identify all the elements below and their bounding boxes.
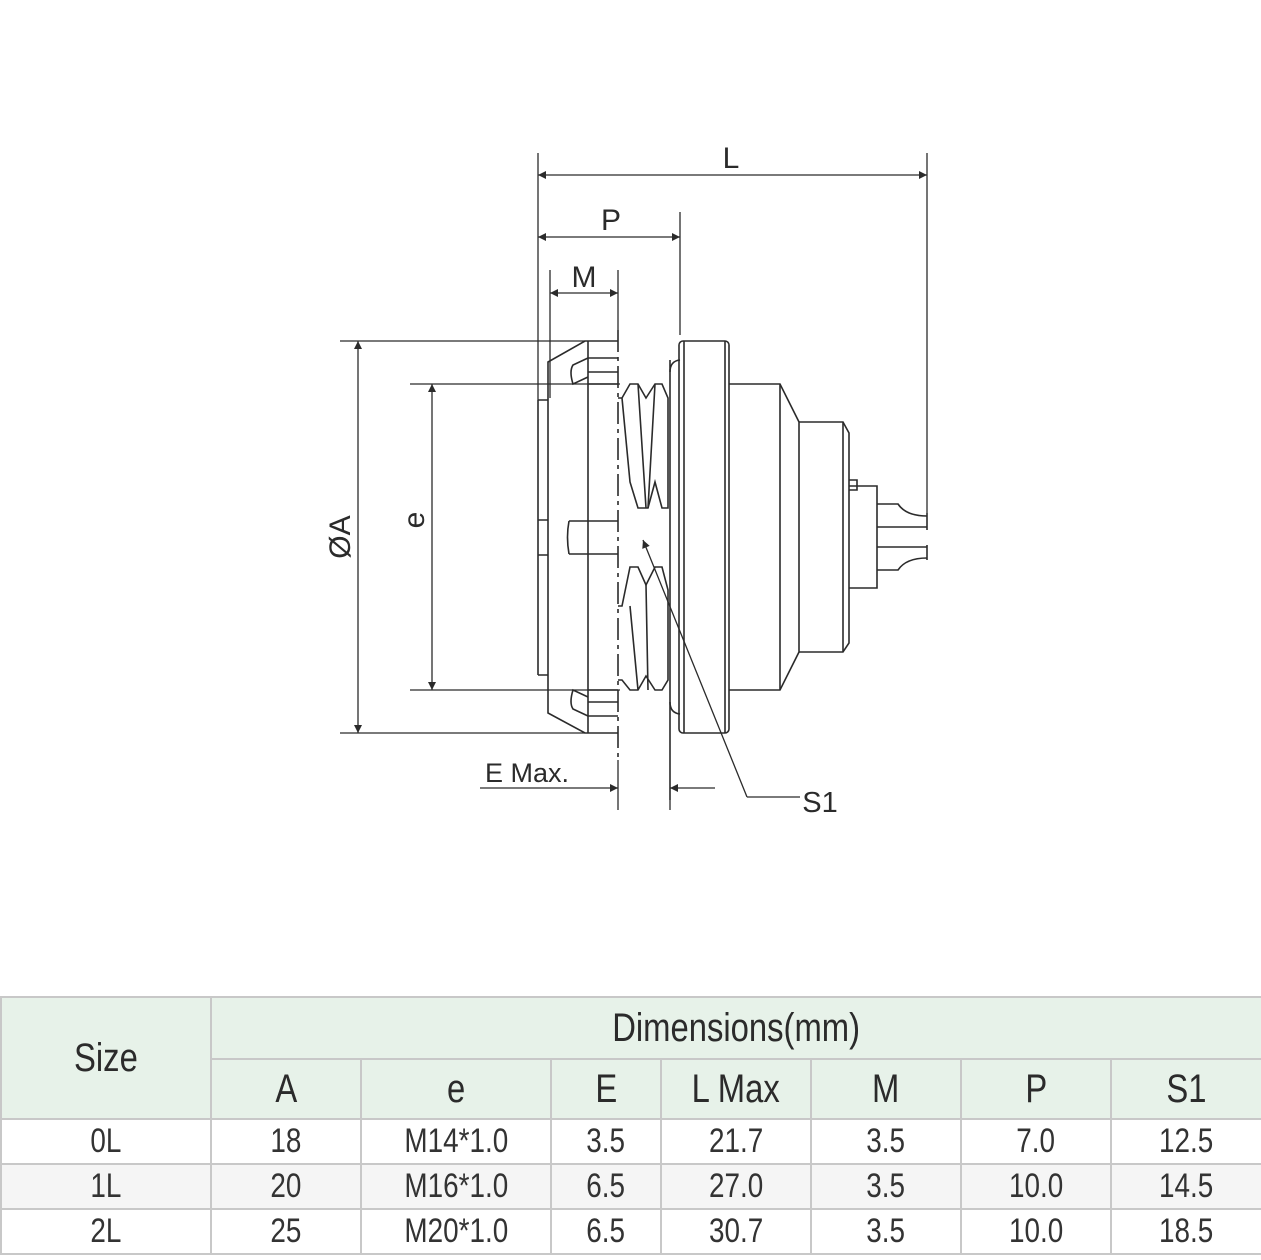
value-cell: 30.7 (660, 1208, 812, 1255)
value-cell: 18 (210, 1118, 362, 1165)
value-cell: 10.0 (960, 1163, 1112, 1210)
value-cell: 21.7 (660, 1118, 812, 1165)
value-cell: 10.0 (960, 1208, 1112, 1255)
value-cell: 3.5 (810, 1208, 962, 1255)
dim-label-L: L (723, 142, 740, 175)
value-cell: 3.5 (810, 1118, 962, 1165)
size-header: Size (0, 996, 212, 1120)
value-cell: 3.5 (810, 1163, 962, 1210)
dimensions-table: Size Dimensions(mm) A e E L Max M P S1 0… (0, 996, 1261, 1255)
dim-label-e: e (398, 512, 431, 529)
size-cell: 2L (0, 1208, 212, 1255)
table-row: 2L 25 M20*1.0 6.5 30.7 3.5 10.0 18.5 (0, 1208, 1261, 1255)
dimension-lines (340, 153, 928, 810)
value-cell: M14*1.0 (360, 1118, 552, 1165)
value-cell: 12.5 (1109, 1118, 1261, 1165)
dim-label-M: M (572, 261, 597, 294)
value-cell: M20*1.0 (360, 1208, 552, 1255)
column-header-L-max: L Max (660, 1058, 812, 1120)
value-cell: 18.5 (1109, 1208, 1261, 1255)
value-cell: 20 (210, 1163, 362, 1210)
value-cell: 25 (210, 1208, 362, 1255)
column-header-A: A (210, 1058, 362, 1120)
table-row: 1L 20 M16*1.0 6.5 27.0 3.5 10.0 14.5 (0, 1163, 1261, 1210)
value-cell: 7.0 (960, 1118, 1112, 1165)
column-header-E: E (550, 1058, 662, 1120)
column-header-P: P (960, 1058, 1112, 1120)
dimensions-group-header: Dimensions(mm) (209, 996, 1261, 1060)
value-cell: 14.5 (1109, 1163, 1261, 1210)
value-cell: 6.5 (550, 1208, 662, 1255)
dim-label-A: ØA (324, 515, 357, 558)
column-header-e: e (360, 1058, 552, 1120)
column-header-S1: S1 (1109, 1058, 1261, 1120)
dim-label-P: P (601, 204, 621, 237)
size-cell: 1L (0, 1163, 212, 1210)
connector-outline (537, 330, 928, 800)
value-cell: 6.5 (550, 1163, 662, 1210)
dim-label-E: E Max. (485, 758, 569, 788)
dim-label-S1: S1 (802, 787, 837, 819)
connector-technical-drawing: L P M ØA e E Max. S1 (324, 142, 928, 819)
column-header-M: M (810, 1058, 962, 1120)
value-cell: 3.5 (550, 1118, 662, 1165)
value-cell: M16*1.0 (360, 1163, 552, 1210)
table-row: 0L 18 M14*1.0 3.5 21.7 3.5 7.0 12.5 (0, 1118, 1261, 1165)
size-cell: 0L (0, 1118, 212, 1165)
value-cell: 27.0 (660, 1163, 812, 1210)
